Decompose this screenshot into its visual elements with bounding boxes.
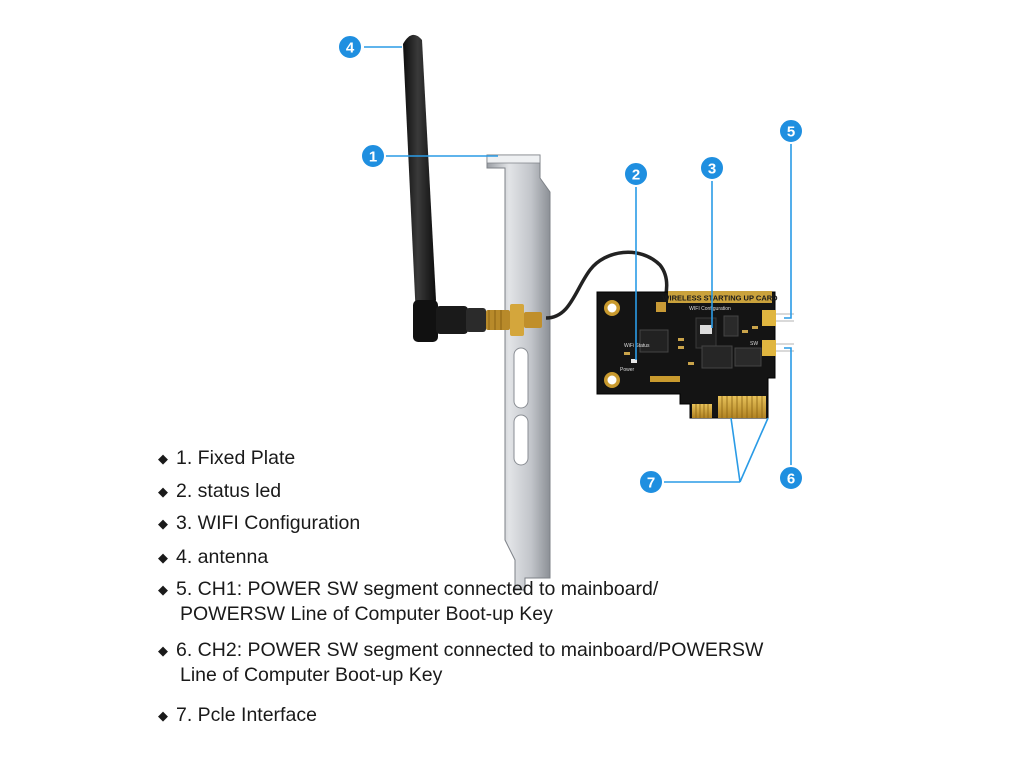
diamond-bullet-icon: ◆ [158,708,168,723]
legend-text: 3. WIFI Configuration [176,512,361,534]
silk-wifi-status: WiFi Status [624,343,650,349]
silk-power: Power [620,367,635,373]
legend-text-continued: POWERSW Line of Computer Boot-up Key [180,603,553,625]
coax-cable [545,250,669,320]
legend-item-6: ◆ 6. CH2: POWER SW segment connected to m… [158,638,763,687]
diamond-bullet-icon: ◆ [158,643,168,658]
svg-text:4: 4 [346,40,355,57]
legend-text: 2. status led [176,480,282,502]
callout-3: 3 [699,155,725,181]
antenna [403,34,542,342]
callout-2: 2 [623,161,649,187]
diamond-bullet-icon: ◆ [158,582,168,597]
callout-5: 5 [778,118,804,144]
diamond-bullet-icon: ◆ [158,516,168,531]
legend-item-1: ◆ 1. Fixed Plate [158,446,295,471]
svg-text:2: 2 [632,167,640,184]
callout-1: 1 [360,143,386,169]
pcie-gold-fingers [692,396,766,418]
legend-text: 5. CH1: POWER SW segment connected to ma… [176,578,659,600]
legend-text: 4. antenna [176,546,269,568]
diamond-bullet-icon: ◆ [158,550,168,565]
svg-text:7: 7 [647,475,655,492]
legend-item-2: ◆ 2. status led [158,479,281,504]
legend-item-5: ◆ 5. CH1: POWER SW segment connected to m… [158,577,658,626]
svg-text:6: 6 [787,471,795,488]
legend-item-7: ◆ 7. Pcle Interface [158,703,317,728]
leader-lines [364,46,792,483]
legend-text: 6. CH2: POWER SW segment connected to ma… [176,639,764,661]
legend-text-continued: Line of Computer Boot-up Key [180,664,443,686]
callout-7: 7 [638,469,664,495]
callout-4: 4 [337,34,363,60]
fixed-plate [486,154,551,591]
pcb-card: WIRELESS STARTING UP CARD WIFI Configura… [596,291,794,419]
silk-wifi-config: WIFI Configuration [689,306,731,312]
diamond-bullet-icon: ◆ [158,484,168,499]
legend-item-4: ◆ 4. antenna [158,545,268,570]
diamond-bullet-icon: ◆ [158,451,168,466]
svg-text:3: 3 [708,161,716,178]
legend-text: 1. Fixed Plate [176,447,296,469]
legend-item-3: ◆ 3. WIFI Configuration [158,511,360,536]
board-title: WIRELESS STARTING UP CARD [662,294,778,303]
svg-text:1: 1 [369,149,377,166]
legend-text: 7. Pcle Interface [176,704,317,726]
svg-text:5: 5 [787,124,795,141]
silk-sw: SW [750,341,758,347]
callout-6: 6 [778,465,804,491]
